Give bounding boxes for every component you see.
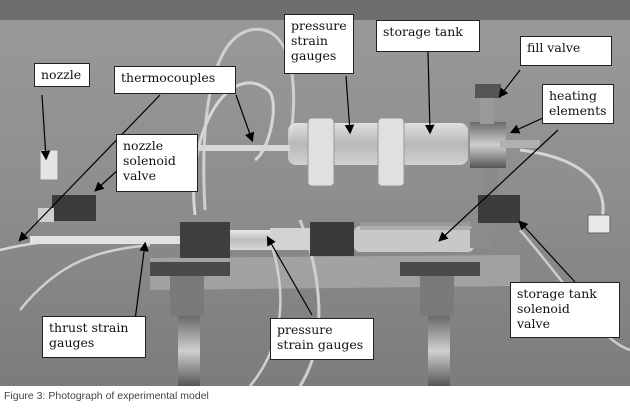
label-storage-tank: storage tank: [376, 20, 480, 52]
label-nozzle: nozzle: [34, 63, 90, 87]
label-pressure-strain-gauges-bottom: pressure strain gauges: [270, 318, 374, 360]
label-thrust-strain-gauges: thrust strain gauges: [42, 316, 146, 358]
label-fill-valve: fill valve: [520, 36, 612, 66]
label-storage-tank-solenoid-valve: storage tank solenoid valve: [510, 282, 620, 338]
label-nozzle-solenoid-valve: nozzle solenoid valve: [116, 134, 198, 192]
label-thermocouples: thermocouples: [114, 66, 236, 94]
label-pressure-strain-gauges-top: pressure strain gauges: [284, 14, 354, 74]
label-heating-elements: heating elements: [542, 84, 614, 124]
figure-caption: Figure 3: Photograph of experimental mod…: [4, 390, 209, 402]
